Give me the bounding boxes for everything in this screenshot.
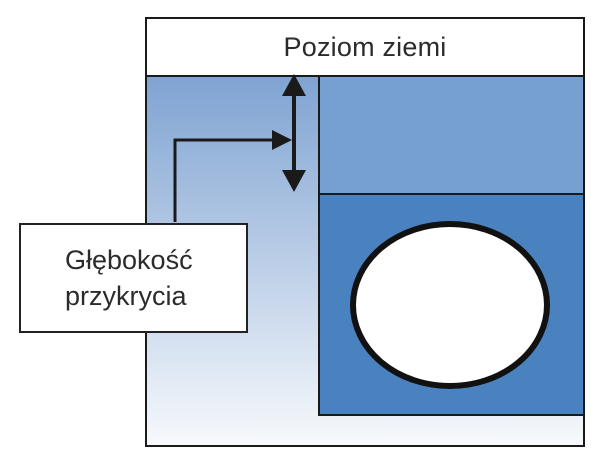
depth-arrow-icon	[282, 74, 306, 192]
pipe-ellipse	[350, 221, 550, 389]
pointer-arrow-icon	[173, 130, 292, 222]
upper-block	[318, 75, 585, 195]
callout-line-1: Głębokość	[65, 245, 193, 275]
cover-depth-callout: Głębokość przykrycia	[19, 223, 248, 333]
callout-line-2: przykrycia	[65, 281, 187, 311]
